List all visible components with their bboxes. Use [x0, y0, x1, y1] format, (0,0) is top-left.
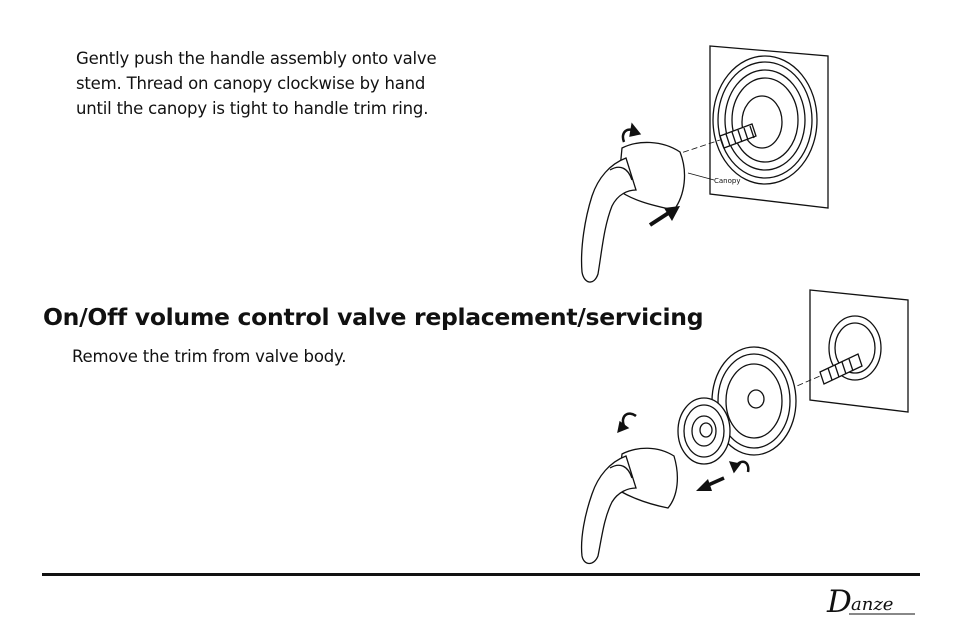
handle-assembly-illustration: Canopy — [580, 45, 829, 283]
section-instruction-text: Remove the trim from valve body. — [72, 347, 347, 366]
svg-text:anze: anze — [851, 594, 893, 615]
trim-removal-exploded-illustration — [580, 289, 909, 565]
step-instruction-text: Gently push the handle assembly onto val… — [76, 49, 437, 118]
svg-text:D: D — [826, 584, 852, 620]
section-heading: On/Off volume control valve replacement/… — [43, 303, 704, 331]
footer-divider — [42, 573, 920, 576]
canopy-callout-label: Canopy — [714, 177, 740, 185]
danze-logo: D anze — [826, 584, 915, 620]
